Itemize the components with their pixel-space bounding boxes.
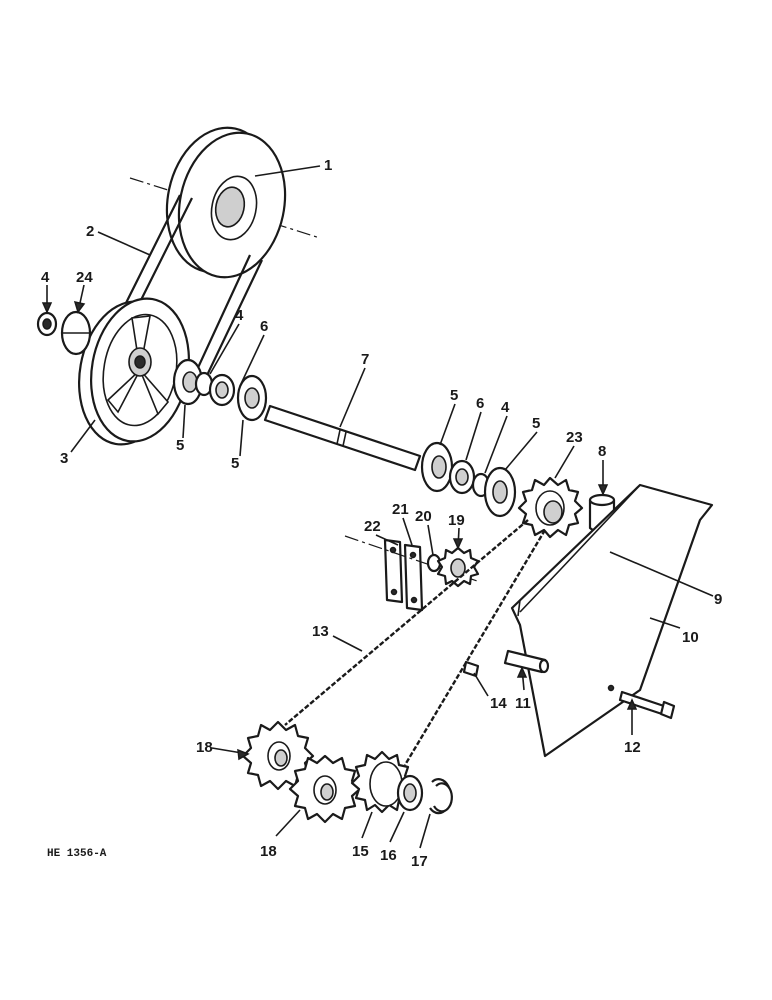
callout-16: 16	[380, 847, 397, 864]
chain-guard	[510, 483, 714, 758]
nut-and-spacer-left	[36, 310, 92, 356]
callout-19: 19	[448, 512, 465, 529]
callout-4-left: 4	[41, 269, 50, 286]
callout-12: 12	[624, 739, 641, 756]
callout-9: 9	[714, 591, 722, 608]
callout-3: 3	[60, 450, 68, 467]
bearing-stack-left	[172, 358, 268, 422]
callout-10: 10	[682, 629, 699, 646]
mounting-plates	[383, 538, 424, 612]
lower-sprockets	[241, 720, 362, 824]
lower-pulley	[78, 297, 190, 446]
shaft	[263, 404, 422, 472]
bearing-stack-right	[420, 441, 517, 518]
callout-5-a: 5	[176, 437, 184, 454]
callout-6-left: 6	[260, 318, 268, 335]
callout-23: 23	[566, 429, 583, 446]
callout-4-right: 4	[501, 399, 510, 416]
roller-chain	[284, 519, 547, 766]
callout-11: 11	[515, 695, 531, 712]
callout-20: 20	[415, 508, 432, 525]
sprocket-23	[517, 476, 584, 539]
idler-sprocket	[344, 535, 481, 588]
callout-4-mid: 4	[235, 307, 244, 324]
drawing-number: HE 1356-A	[47, 848, 107, 860]
upper-pulley	[129, 126, 321, 279]
callout-24: 24	[76, 269, 93, 286]
callout-22: 22	[364, 518, 381, 535]
callout-2: 2	[86, 223, 94, 240]
callout-1: 1	[324, 157, 332, 174]
callout-17: 17	[411, 853, 428, 870]
callout-18-bottom: 18	[260, 843, 277, 860]
callout-6-right: 6	[476, 395, 484, 412]
pin-11	[503, 649, 550, 674]
callout-5-b: 5	[231, 455, 239, 472]
callout-21: 21	[392, 501, 409, 518]
callout-numbers: 1 2 3 4 24 4 6 5 5 7 5 6 4 5 23 8 9 10 1…	[41, 157, 722, 870]
callout-7: 7	[361, 351, 369, 368]
callout-18-top: 18	[196, 739, 213, 756]
callout-14: 14	[490, 695, 507, 712]
callout-8: 8	[598, 443, 606, 460]
lower-drive-assembly	[350, 750, 453, 815]
arrowheads	[41, 300, 638, 761]
callout-15: 15	[352, 843, 369, 860]
callout-13: 13	[312, 623, 329, 640]
callout-5-d: 5	[532, 415, 540, 432]
callout-5-c: 5	[450, 387, 458, 404]
bolt-12	[618, 690, 676, 720]
